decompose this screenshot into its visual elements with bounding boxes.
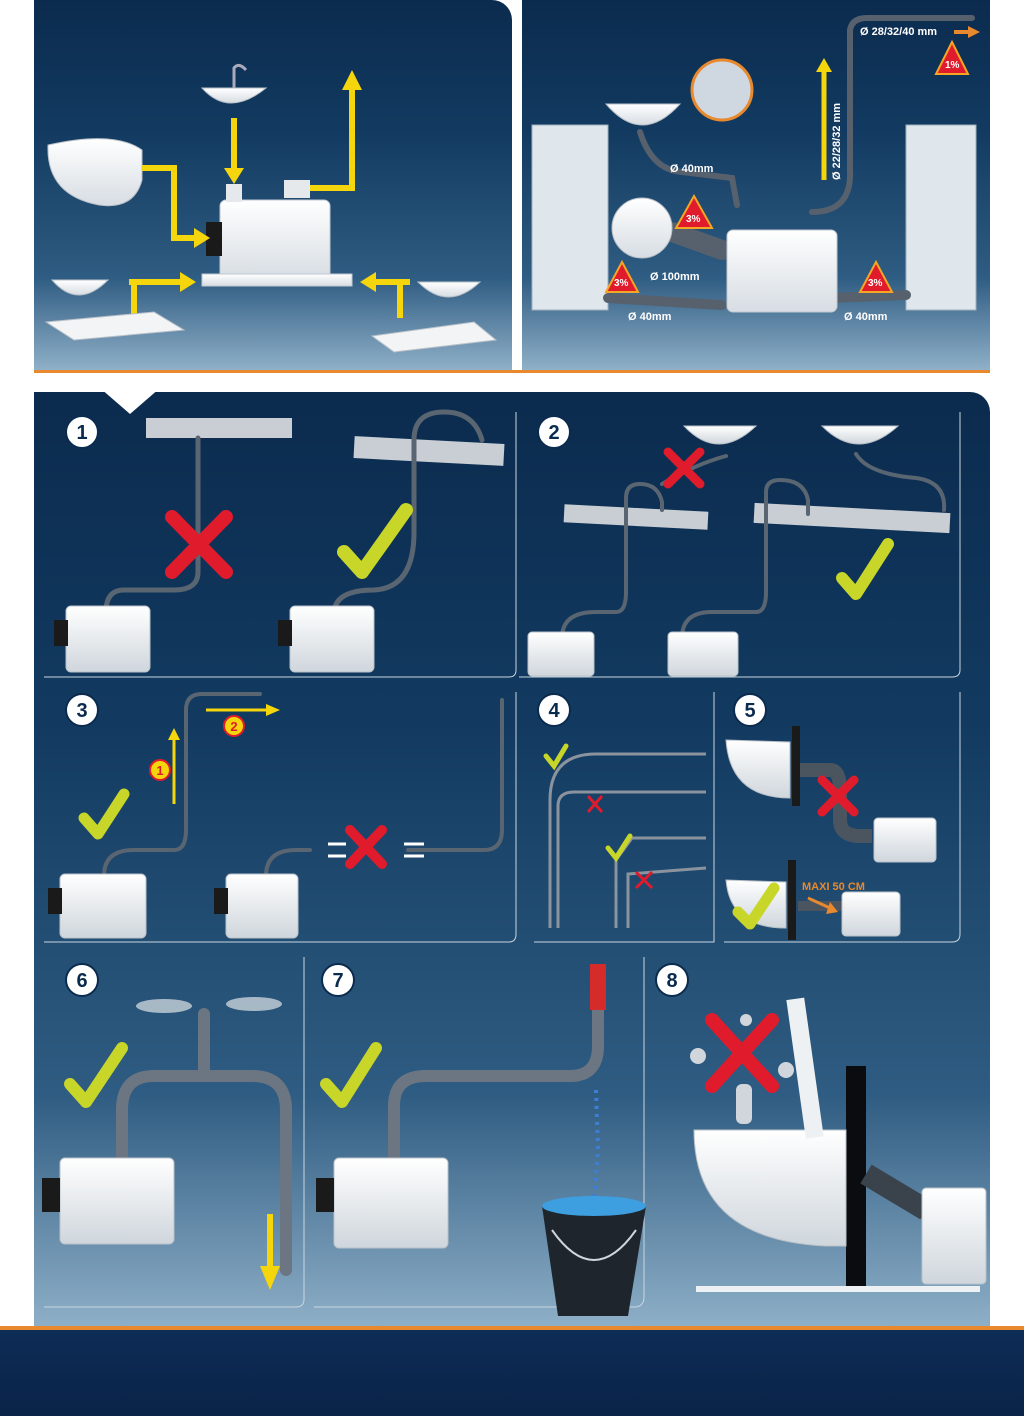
svg-text:5: 5 (744, 700, 755, 722)
shower-tray-right (370, 321, 498, 353)
svg-text:4: 4 (548, 700, 560, 722)
pump-unit (219, 199, 331, 281)
label-wc-diameter: Ø 100mm (650, 271, 700, 283)
washbasin-icon (682, 425, 758, 445)
shower-cabin-right (905, 124, 977, 311)
cross-icon (663, 447, 705, 489)
step-5-illustration: MAXI 50 CM (725, 726, 937, 940)
step-8-illustration (690, 997, 987, 1292)
svg-text:1: 1 (156, 763, 163, 778)
step-2-illustration (527, 425, 951, 677)
step-grid-lines (44, 412, 961, 1308)
cross-icon (345, 825, 387, 869)
cross-icon (817, 775, 859, 817)
shower-tray-left (44, 311, 186, 341)
toilet-lid (786, 997, 824, 1139)
check-icon (732, 882, 780, 930)
footer-band (0, 1330, 1024, 1416)
check-icon (543, 743, 569, 771)
cross-icon (165, 510, 233, 579)
step-8-badge: 8 (655, 963, 689, 997)
pump-unit (726, 229, 838, 313)
step-4-badge: 4 (537, 693, 571, 727)
schematic-installation (44, 63, 498, 353)
label-outlet-diameter: Ø 28/32/40 mm (860, 26, 937, 38)
check-icon (64, 1042, 128, 1108)
step-1-badge: 1 (65, 415, 99, 449)
debris-icons (690, 1014, 794, 1124)
slope-shower-right: 3% (868, 278, 883, 289)
cross-icon (705, 1013, 779, 1093)
step-6-illustration (42, 997, 292, 1290)
pump-unit (65, 605, 151, 673)
washbasin-icon (820, 425, 900, 445)
washbasin-icon (200, 63, 268, 104)
step-3-illustration: 1 2 (48, 692, 504, 939)
pump-unit (59, 1157, 175, 1245)
schematic-dimensions (531, 15, 980, 313)
air-vent-right (226, 997, 282, 1011)
pump-unit (59, 873, 147, 939)
valve-icon (590, 964, 606, 1010)
shower-cabin-left (531, 124, 609, 311)
dimension-labels: Ø 28/32/40 mm Ø 22/28/32 mm Ø 40mm Ø 100… (614, 26, 960, 323)
slope-shower-left: 3% (614, 278, 629, 289)
panel-notch (100, 388, 160, 414)
washbasin-right-icon (416, 281, 482, 298)
pump-unit (841, 891, 901, 937)
max-distance-label: MAXI 50 CM (802, 881, 865, 893)
label-vertical-diameter: Ø 22/28/32 mm (831, 103, 843, 180)
check-icon (78, 788, 130, 840)
pump-unit (527, 631, 595, 677)
check-icon (605, 833, 633, 863)
cross-icon (586, 795, 604, 813)
slope-wc: 3% (686, 214, 701, 225)
svg-text:8: 8 (666, 970, 677, 992)
divider-top (34, 370, 990, 373)
marker-1: 1 (149, 759, 171, 781)
check-icon (320, 1042, 382, 1108)
air-vent-left (136, 999, 192, 1013)
svg-text:7: 7 (332, 970, 343, 992)
slope-badges (604, 39, 970, 293)
svg-text:3: 3 (76, 700, 87, 722)
slope-outlet: 1% (945, 60, 960, 71)
flow-arrows (129, 88, 410, 318)
step-3-badge: 3 (65, 693, 99, 727)
toilet-icon (611, 197, 673, 259)
wall (846, 1066, 866, 1292)
washbasin-icon (604, 103, 682, 126)
step-5-badge: 5 (733, 693, 767, 727)
marker-2: 2 (223, 715, 245, 737)
cross-icon (634, 870, 654, 890)
label-shower-right-diameter: Ø 40mm (844, 311, 888, 323)
pump-unit (225, 873, 299, 939)
toilet-bowl (693, 1129, 847, 1247)
pump-unit (921, 1187, 987, 1285)
pump-unit (289, 605, 375, 673)
svg-text:2: 2 (230, 719, 237, 734)
svg-text:2: 2 (548, 422, 559, 444)
label-shower-left-diameter: Ø 40mm (628, 311, 672, 323)
filter-zoom-icon (690, 58, 754, 122)
divider-bottom (0, 1326, 1024, 1330)
step-7-badge: 7 (321, 963, 355, 997)
label-sink-diameter: Ø 40mm (670, 163, 714, 175)
washbasin-left-icon (50, 279, 110, 296)
check-icon (337, 503, 413, 579)
svg-text:6: 6 (76, 970, 87, 992)
toilet-icon (725, 739, 791, 799)
step-6-badge: 6 (65, 963, 99, 997)
pump-unit (873, 817, 937, 863)
step-1-illustration (54, 409, 505, 673)
step-2-badge: 2 (537, 415, 571, 449)
pump-unit (667, 631, 739, 677)
svg-text:1: 1 (76, 422, 87, 444)
step-7-illustration (316, 964, 646, 1316)
step-4-illustration (543, 743, 707, 928)
pump-unit (333, 1157, 449, 1249)
toilet-icon (47, 138, 143, 207)
check-icon (836, 538, 894, 600)
